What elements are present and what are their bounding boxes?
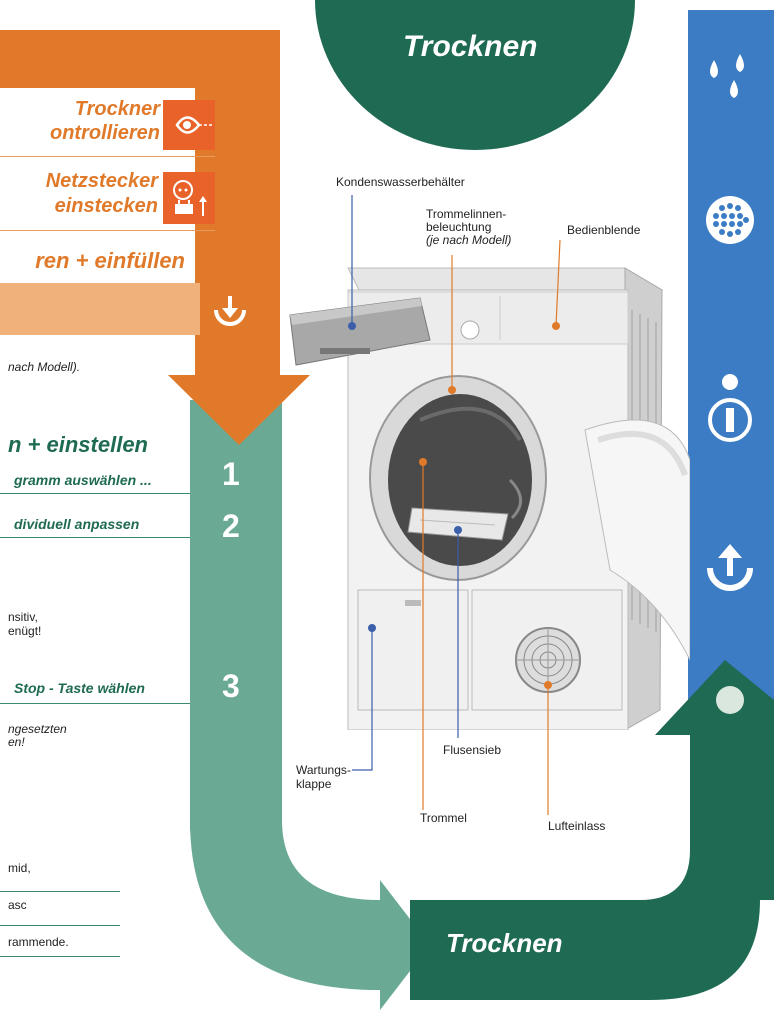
drops-icon [700,50,760,110]
item2-line2: einstecken [54,195,158,217]
divider [0,925,120,926]
list-item-1: mid, [8,861,31,875]
dryer-illustration [289,267,690,730]
step1-number: 1 [222,456,240,492]
label-flusensieb: Flusensieb [443,743,502,757]
item1-line1: Trockner [74,98,160,120]
list-item-3: rammende. [8,935,69,949]
list-item-2: asc [8,898,27,912]
teal-column [190,400,282,830]
page-title: Trocknen [403,30,538,63]
item3: ren + einfüllen [35,248,185,273]
label-trommel: Trommel [420,811,467,825]
teal-arrowhead [380,880,430,1010]
plug-icon [163,172,215,224]
label-wartung-line2: klappe [296,777,332,791]
divider [0,537,190,538]
note2-line1: nsitiv, [8,610,38,624]
divider [0,493,190,494]
eye-icon [163,100,215,150]
note-model: nach Modell). [8,360,81,374]
divider [0,956,120,957]
green-arrowhead [655,660,774,900]
note3-line1: ngesetzten [8,722,67,736]
label-wartung-line1: Wartungs- [296,763,351,777]
step2-number: 2 [222,508,240,544]
dot-icon [714,684,746,716]
label-trommel-line3: (je nach Modell) [426,233,512,247]
teal-curve [190,820,380,990]
label-lufteinlass: Lufteinlass [548,819,606,833]
label-kondenswasser: Kondenswasserbehälter [336,175,465,189]
label-bedienblende: Bedienblende [567,223,641,237]
light-orange-bar [0,283,200,335]
divider [0,703,190,704]
sieve-icon [702,192,758,248]
item2-line1: Netzstecker [45,170,158,192]
step1-text: gramm auswählen ... [14,472,152,488]
divider [0,230,215,231]
up-arrow-icon [702,540,758,596]
label-trommel-line2: beleuchtung [426,220,492,234]
item1-line2: ontrollieren [49,122,160,144]
footer-title: Trocknen [446,928,563,958]
step2-text: dividuell anpassen [14,516,140,532]
down-arrow-icon [212,292,248,328]
orange-arrowhead [168,375,310,445]
label-trommel-line1: Trommelinnen- [426,207,507,221]
info-icon [702,372,758,444]
divider [0,156,215,157]
note2-line2: enügt! [8,624,42,638]
section-title: n + einstellen [8,432,148,457]
step3-number: 3 [222,668,240,704]
green-band [410,800,760,1000]
note3-line2: en! [8,735,25,749]
step3-text: Stop - Taste wählen [14,680,145,696]
divider [0,891,120,892]
header-semicircle [315,0,635,150]
